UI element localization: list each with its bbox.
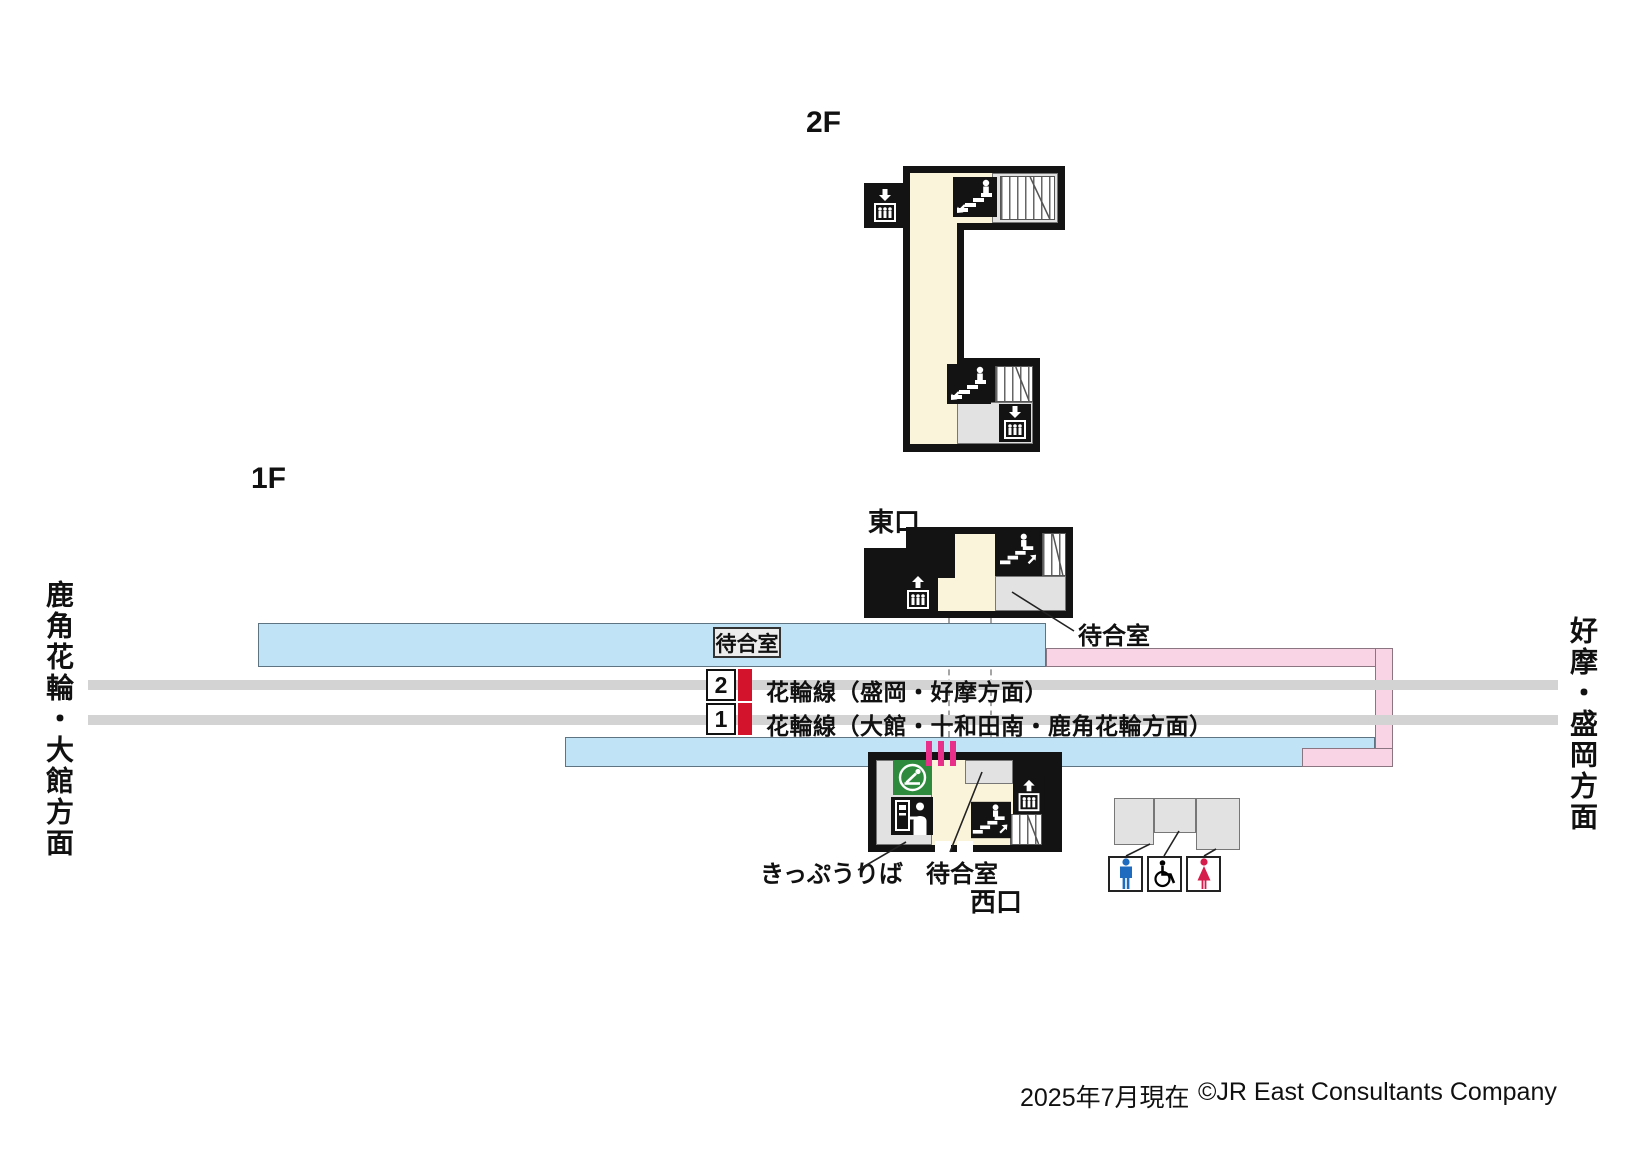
doorway (935, 841, 951, 852)
track-1-number-box: 1 (706, 703, 736, 735)
track-line-1 (88, 715, 1558, 725)
ticket-office-label: きっぷうりば (760, 861, 904, 888)
east-waiting-room-label: 待合室 (1078, 623, 1150, 650)
west-entrance-label: 西口 (970, 887, 1023, 917)
platform-waiting-room-box: 待合室 (713, 627, 781, 658)
direction-left-label: 鹿角花輪・大館方面 (43, 580, 74, 859)
toilet-building-womens-section (1196, 798, 1240, 850)
stairs-down-icon (946, 364, 992, 409)
copyright: ©JR East Consultants Company (1198, 1078, 1557, 1106)
track-1-line-color-bar (738, 703, 752, 735)
projection-dashed-line (990, 618, 992, 737)
toilet-building-mens-section (1114, 798, 1154, 845)
ticket-machine-icon (891, 797, 933, 840)
floor-1f-label: 1F (251, 462, 287, 495)
map-date: 2025年7月現在 (1020, 1084, 1190, 1112)
stairs-down-icon (952, 177, 998, 222)
track-1-label: 花輪線（大館・十和田南・鹿角花輪方面） (766, 713, 1213, 739)
waiting-seat-icon (893, 760, 932, 800)
platform-track2 (258, 623, 1046, 667)
projection-dashed-line (948, 618, 950, 737)
east-waiting-room (995, 576, 1066, 611)
ticket-gate-icon (926, 741, 932, 766)
ticket-gate-icon (950, 741, 956, 766)
elevator-up-icon (902, 574, 934, 617)
stairs-up-icon (997, 531, 1041, 574)
track-2-number: 2 (714, 671, 728, 698)
elevator-down-icon (998, 404, 1032, 447)
east-concourse-lower (938, 578, 995, 611)
ticket-gate-icon (938, 741, 944, 766)
track-2-number-box: 2 (706, 669, 736, 701)
stair-treads (1000, 176, 1055, 220)
track-2-label: 花輪線（盛岡・好摩方面） (766, 679, 1048, 705)
womens-toilet-icon (1186, 856, 1221, 892)
stairs-up-icon (971, 800, 1011, 845)
elevator-down-icon (869, 187, 901, 230)
west-waiting-room (965, 760, 1013, 784)
platform-waiting-room-label: 待合室 (715, 632, 779, 656)
elevator-up-icon (1013, 778, 1045, 819)
east-elevator-wing (864, 548, 908, 618)
track-line-2 (88, 680, 1558, 690)
track-2-line-color-bar (738, 669, 752, 701)
doorway (957, 841, 973, 852)
walkway-ramp-bottom (1302, 748, 1393, 767)
track-1-number: 1 (714, 705, 728, 732)
mens-toilet-icon (1108, 856, 1143, 892)
stair-treads (995, 366, 1033, 402)
stair-treads (1010, 814, 1042, 845)
west-concourse (932, 760, 965, 845)
direction-right-label: 好摩・盛岡方面 (1567, 616, 1598, 833)
west-waiting-room-label: 待合室 (926, 861, 998, 888)
toilet-building-accessible-section (1154, 798, 1196, 833)
wheelchair-icon (1147, 856, 1182, 892)
east-concourse-upper (955, 534, 995, 578)
floor-2f-label: 2F (806, 106, 842, 139)
stair-treads (1042, 533, 1066, 576)
